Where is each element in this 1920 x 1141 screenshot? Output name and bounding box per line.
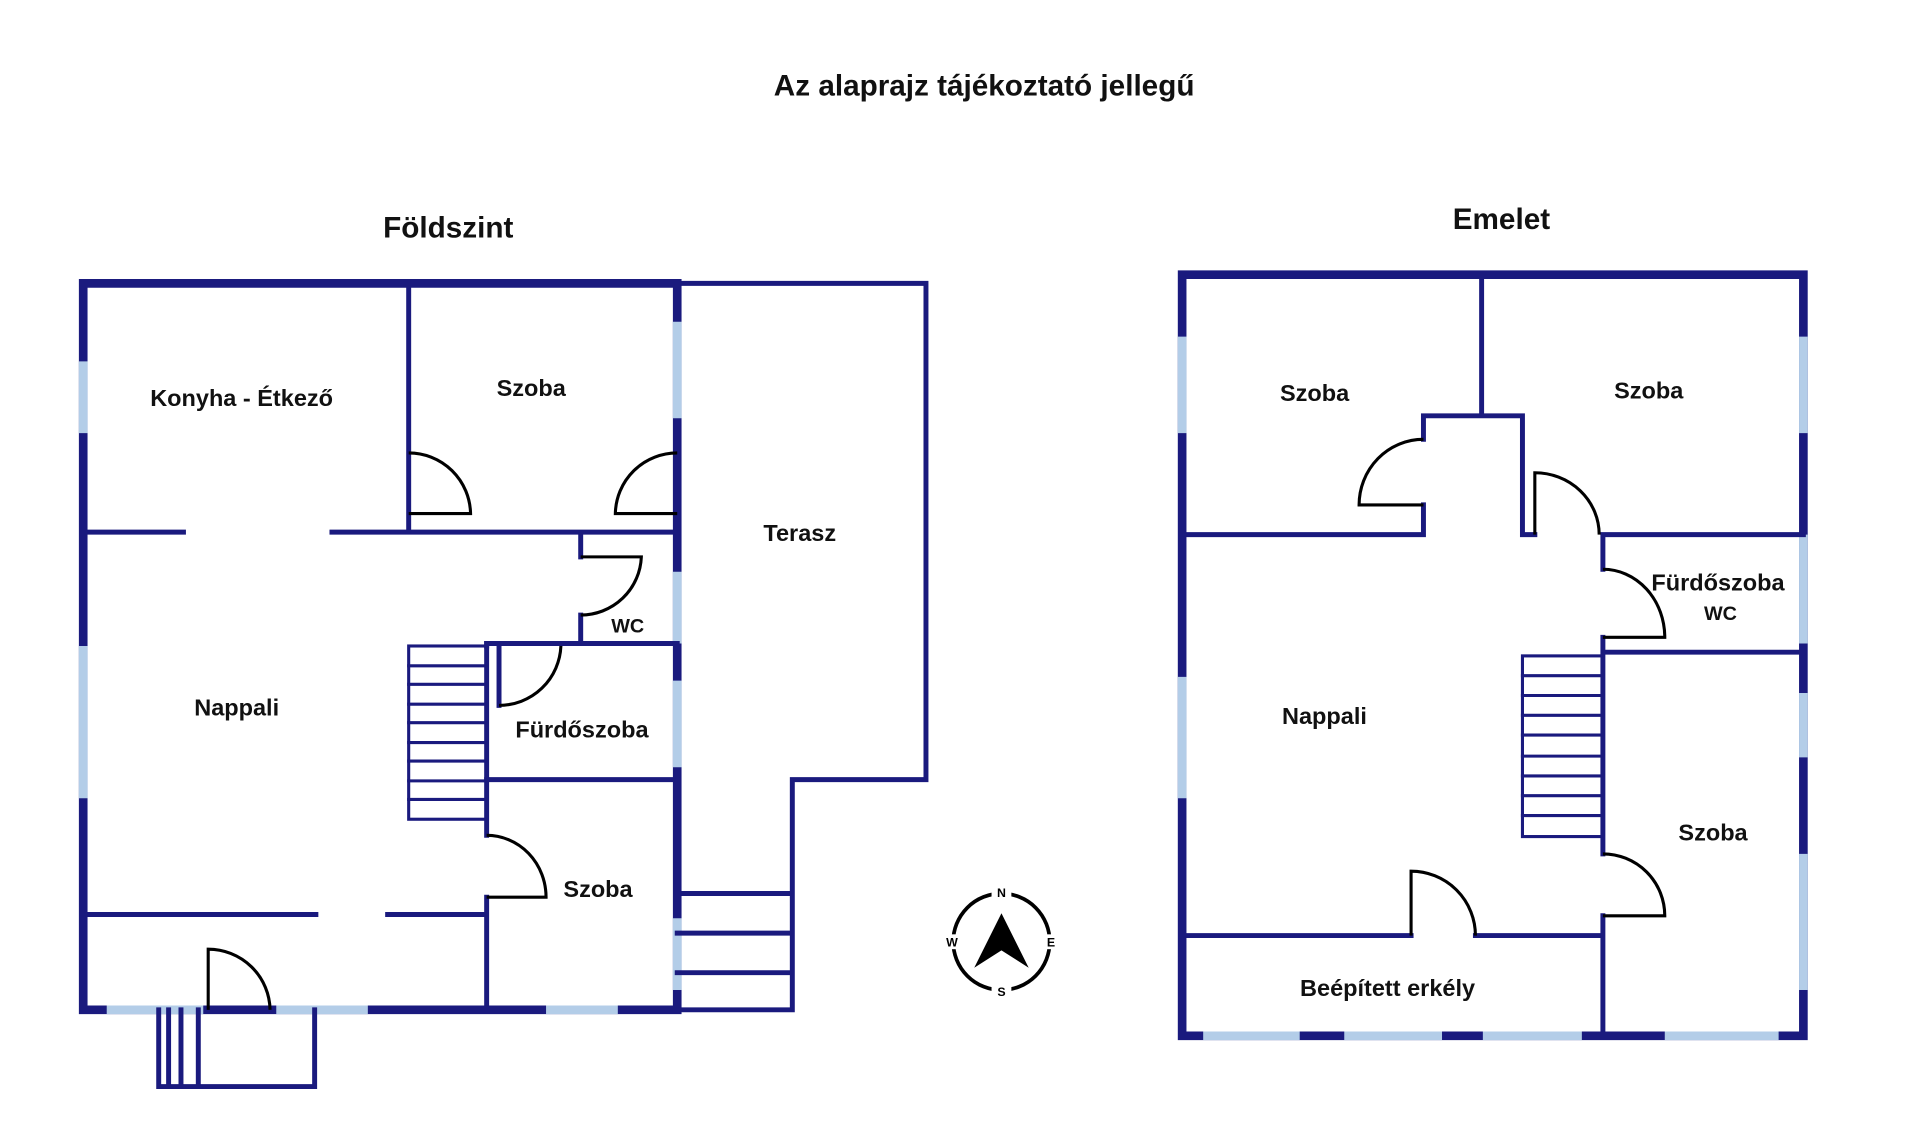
room-label-wc: WC [1704, 603, 1737, 625]
ground-floor-plan: Földszint Konyha - Étkező Szoba Terasz W… [78, 212, 929, 1090]
room-label-bathroom: Fürdőszoba [1651, 569, 1785, 595]
room-label-room: Szoba [1280, 380, 1350, 406]
room-label-living-room: Nappali [1282, 703, 1367, 729]
compass-north: N [997, 886, 1006, 900]
room-label-terrace: Terasz [763, 520, 836, 546]
plan-disclaimer-title: Az alaprajz tájékoztató jellegű [774, 69, 1195, 102]
ground-floor-heading: Földszint [383, 212, 513, 245]
room-label-kitchen-dining: Konyha - Étkező [150, 384, 333, 411]
room-label-room: Szoba [1678, 819, 1748, 845]
room-label-wc: WC [611, 615, 644, 637]
compass-east: E [1047, 936, 1055, 950]
room-label-living-room: Nappali [194, 694, 279, 720]
upper-floor-heading: Emelet [1453, 203, 1550, 236]
room-label-room: Szoba [1614, 377, 1684, 403]
compass-west: W [946, 936, 958, 950]
room-label-room: Szoba [497, 375, 567, 401]
compass-icon: N E S W [943, 883, 1060, 1000]
compass-south: S [997, 985, 1005, 999]
room-label-room: Szoba [563, 876, 633, 902]
room-label-bathroom: Fürdőszoba [515, 717, 649, 743]
room-label-built-in-balcony: Beépített erkély [1300, 975, 1475, 1001]
upper-floor-plan: Emelet Szoba Szoba Fürdőszoba WC Nappali… [1177, 203, 1808, 1041]
